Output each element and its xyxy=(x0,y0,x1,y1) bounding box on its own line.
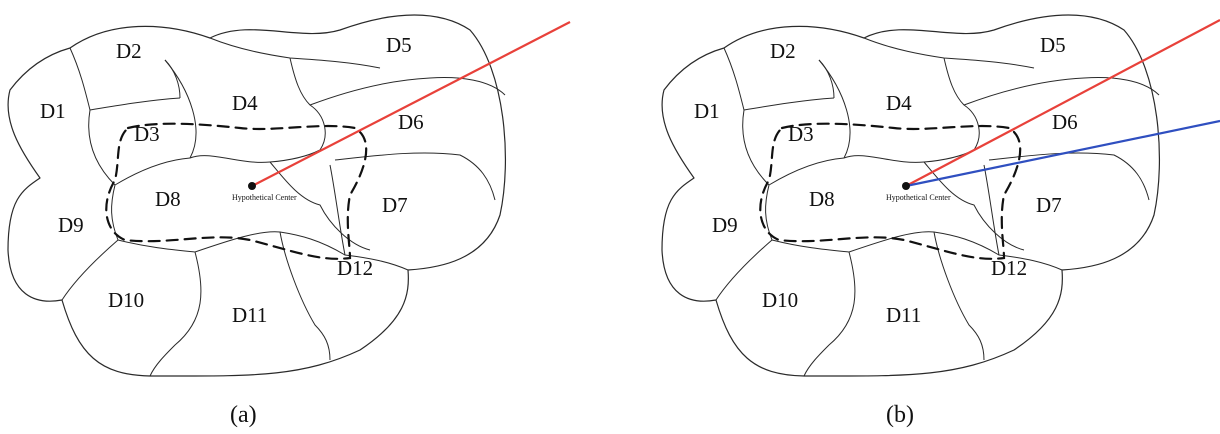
region-label-d4: D4 xyxy=(232,91,258,115)
region-label-d9: D9 xyxy=(712,213,738,237)
region-label-d9: D9 xyxy=(58,213,84,237)
region-label-d1: D1 xyxy=(694,99,720,123)
region-label-d4: D4 xyxy=(886,91,912,115)
hypothetical-center-point xyxy=(248,182,256,190)
ray-red xyxy=(905,19,1220,187)
region-label-d6: D6 xyxy=(1052,110,1078,134)
region-label-d2: D2 xyxy=(116,39,142,63)
caption-a: (a) xyxy=(230,402,257,428)
border-d8-d9 xyxy=(111,184,119,241)
border-d1-d3 xyxy=(88,109,116,186)
border-d8-d9 xyxy=(765,184,773,241)
border-d8-d12 xyxy=(923,161,1025,251)
border-d7-d12 xyxy=(329,164,409,271)
region-label-d8: D8 xyxy=(809,187,835,211)
dashed-boundary xyxy=(759,122,1022,260)
border-d11-d12 xyxy=(279,231,331,361)
border-d7-d12 xyxy=(983,164,1063,271)
border-d2-d4 xyxy=(818,59,835,99)
border-d4-d8 xyxy=(189,149,321,163)
region-label-d7: D7 xyxy=(1036,193,1062,217)
border-d6-d7 xyxy=(988,152,1150,201)
region-label-d11: D11 xyxy=(886,303,921,327)
ray-red xyxy=(251,21,571,187)
border-d8-d12 xyxy=(269,161,371,251)
border-d2-d3 xyxy=(89,97,181,111)
border-d9-d10 xyxy=(61,239,196,301)
region-label-d5: D5 xyxy=(1040,33,1066,57)
region-label-d6: D6 xyxy=(398,110,424,134)
map-outline xyxy=(7,14,506,377)
panel-b: Hypothetical Center D1 D2 D3 D4 D5 D6 D7… xyxy=(661,14,1220,428)
hypothetical-center-label: Hypothetical Center xyxy=(886,193,951,202)
border-d4-d6 xyxy=(289,57,326,151)
region-label-d7: D7 xyxy=(382,193,408,217)
border-d1-d2 xyxy=(723,47,745,111)
border-d3-d8 xyxy=(768,157,845,186)
region-label-d3: D3 xyxy=(134,122,160,146)
hypothetical-center-label: Hypothetical Center xyxy=(232,193,297,202)
region-label-d12: D12 xyxy=(337,256,373,280)
border-d10-d11 xyxy=(803,251,856,377)
map-outline xyxy=(661,14,1160,377)
border-d4-d5 xyxy=(863,37,1035,69)
region-label-d3: D3 xyxy=(788,122,814,146)
border-d4-d6 xyxy=(943,57,980,151)
region-label-d12: D12 xyxy=(991,256,1027,280)
panel-a: Hypothetical Center D1 D2 D3 D4 D5 D6 D7… xyxy=(7,14,571,428)
border-d8-d11 xyxy=(194,231,346,256)
border-d1-d2 xyxy=(69,47,91,111)
border-d8-d11 xyxy=(848,231,1000,256)
region-label-d2: D2 xyxy=(770,39,796,63)
border-d1-d3 xyxy=(742,109,770,186)
region-label-d10: D10 xyxy=(108,288,144,312)
border-d9-d10 xyxy=(715,239,850,301)
border-d5-d6 xyxy=(309,77,506,106)
hypothetical-center-point xyxy=(902,182,910,190)
ray-blue xyxy=(905,119,1220,188)
border-d4-d5 xyxy=(209,37,381,69)
region-label-d8: D8 xyxy=(155,187,181,211)
region-label-d10: D10 xyxy=(762,288,798,312)
border-d2-d3 xyxy=(743,97,835,111)
region-label-d5: D5 xyxy=(386,33,412,57)
dashed-boundary xyxy=(105,122,368,260)
border-d3-d8 xyxy=(114,157,191,186)
border-d3-d4 xyxy=(818,59,851,159)
border-d6-d7 xyxy=(334,152,496,201)
border-d10-d11 xyxy=(149,251,202,377)
border-d4-d8 xyxy=(843,149,975,163)
region-label-d11: D11 xyxy=(232,303,267,327)
border-d3-d4 xyxy=(164,59,197,159)
border-d5-d6 xyxy=(963,77,1160,106)
border-d2-d4 xyxy=(164,59,181,99)
caption-b: (b) xyxy=(886,402,914,428)
border-d11-d12 xyxy=(933,231,985,361)
region-label-d1: D1 xyxy=(40,99,66,123)
